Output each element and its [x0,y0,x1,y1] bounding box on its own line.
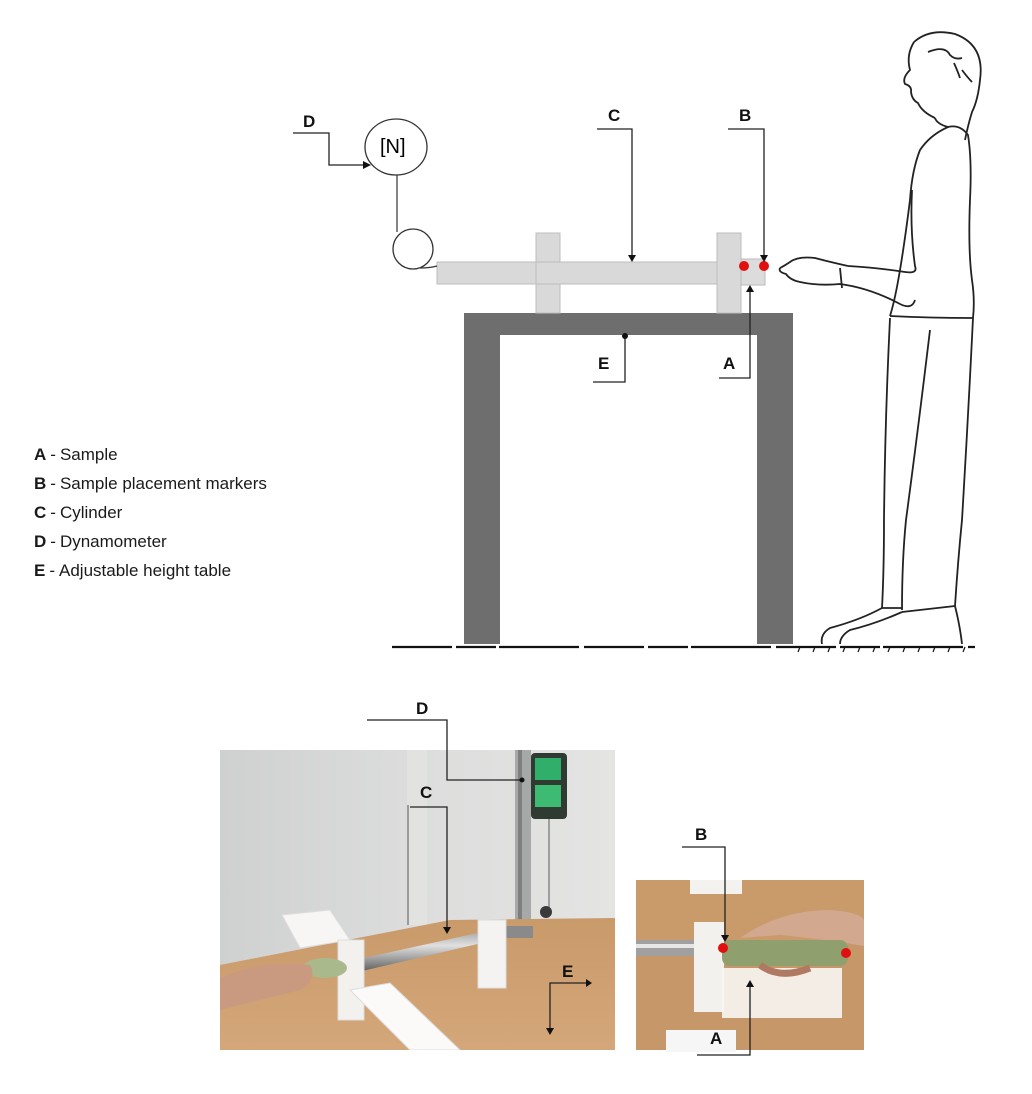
cylinder [436,261,718,285]
photo-callout-a: A [710,1029,723,1048]
photo-callout-b: B [695,825,708,844]
callout-c: C [608,106,621,125]
photo-apparatus-overview [220,719,615,1050]
person-figure [778,31,982,645]
legend-item-markers: B-Sample placement markers [34,474,267,493]
legend-item-sample: A-Sample [34,445,118,464]
callout-a: A [723,354,736,373]
legend: A-Sample B-Sample placement markers C-Cy… [34,440,267,585]
dynamometer-symbol [364,118,428,176]
photo-sample-closeup [636,846,864,1056]
photo-callout-e: E [562,962,574,981]
placement-marker [841,948,851,958]
dynamometer-unit-label: [N] [380,136,406,158]
placement-marker [739,261,749,271]
callout-d: D [303,112,316,131]
photo-callout-c: C [420,783,433,802]
apparatus-schematic [293,31,982,653]
legend-item-table: E-Adjustable height table [34,561,232,580]
adjustable-table [464,313,793,644]
ground-line [392,645,975,653]
callout-b: B [739,106,752,125]
placement-marker [718,943,728,953]
placement-marker [759,261,769,271]
photo-callout-d: D [416,699,429,718]
right-support [716,232,742,314]
legend-item-dynamometer: D-Dynamometer [34,532,167,551]
pulley [392,228,434,270]
legend-item-cylinder: C-Cylinder [34,503,123,522]
callout-e: E [598,354,610,373]
